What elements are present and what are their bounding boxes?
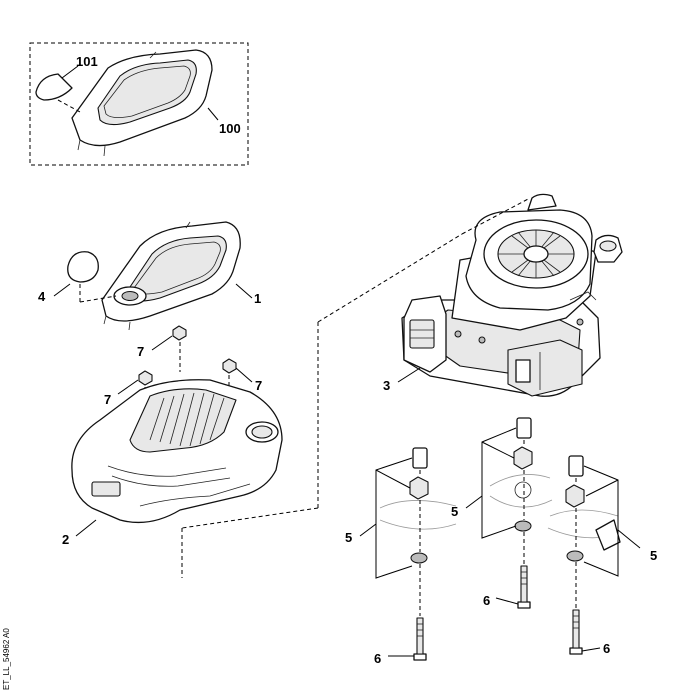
- callout-6: 6: [374, 651, 381, 666]
- callout-5: 5: [345, 530, 352, 545]
- part-5-bracket-center: [465, 427, 517, 539]
- callout-6: 6: [603, 641, 610, 656]
- air-grille-slats: [149, 392, 225, 447]
- part-6-bolt[interactable]: [569, 609, 583, 655]
- part-7-nut[interactable]: [172, 325, 187, 341]
- part-4-label-sticker[interactable]: [67, 251, 99, 283]
- callout-5: 5: [650, 548, 657, 563]
- part-5-bracket-right: [583, 465, 641, 577]
- part-101-label-sticker[interactable]: [35, 73, 73, 101]
- callout-101: 101: [76, 54, 98, 69]
- callout-7: 7: [137, 344, 144, 359]
- callout-4: 4: [38, 289, 46, 304]
- callout-labels: 101 100 4 1 7 7 7 2 3 5 5 5 6 6 6: [38, 54, 657, 666]
- callout-100: 100: [219, 121, 241, 136]
- callout-7: 7: [104, 392, 111, 407]
- part-100-top-cover[interactable]: [71, 49, 213, 157]
- vibration-damper-stack-center[interactable]: [489, 417, 553, 532]
- callout-7: 7: [255, 378, 262, 393]
- reference-code: ET_LL_54962: [2, 639, 11, 690]
- part-1-top-shroud[interactable]: [101, 221, 241, 331]
- revision-code: A0: [2, 628, 11, 638]
- leader-lines: [53, 283, 601, 657]
- callout-3: 3: [383, 378, 390, 393]
- part-3-engine[interactable]: [401, 193, 623, 397]
- part-6-bolt[interactable]: [517, 565, 531, 609]
- drawing-reference-code: ET_LL_54962 A0: [2, 628, 11, 690]
- part-7-nut[interactable]: [222, 358, 237, 374]
- callout-6: 6: [483, 593, 490, 608]
- vibration-damper-stack-left[interactable]: [379, 447, 457, 564]
- vibration-damper-stack-right[interactable]: [547, 455, 621, 562]
- callout-1: 1: [254, 291, 261, 306]
- part-7-nut[interactable]: [138, 370, 153, 386]
- part-5-bracket-left: [359, 457, 413, 579]
- callout-5: 5: [451, 504, 458, 519]
- callout-2: 2: [62, 532, 69, 547]
- optional-kit-inset: [29, 42, 249, 166]
- part-6-bolt[interactable]: [413, 617, 427, 661]
- part-2-engine-hood[interactable]: [71, 379, 283, 524]
